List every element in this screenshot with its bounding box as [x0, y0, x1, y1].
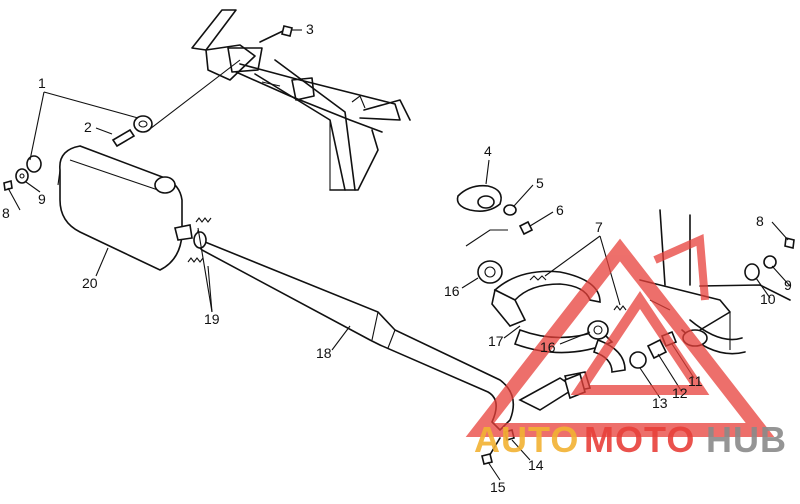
watermark-text-auto: AUTO [474, 419, 579, 460]
callout-8-right: 8 [756, 213, 764, 229]
watermark-text-moto: MOTO [584, 419, 695, 460]
callout-16-left: 16 [444, 283, 460, 299]
callout-4: 4 [484, 143, 492, 159]
watermark-triangle-outer [465, 238, 775, 437]
callout-7-top: 7 [595, 219, 603, 235]
callout-10: 10 [760, 291, 776, 307]
callout-1: 1 [38, 75, 46, 91]
callout-19: 19 [204, 311, 220, 327]
callouts: 1 2 3 4 5 6 7 8 9 8 9 10 11 12 13 14 15 … [2, 21, 792, 495]
callout-3: 3 [306, 21, 314, 37]
callout-14: 14 [528, 457, 544, 473]
exhaust-pipe [193, 229, 515, 432]
callout-17: 17 [488, 333, 504, 349]
watermark-text-hub: HUB [706, 419, 787, 460]
callout-13: 13 [652, 395, 668, 411]
callout-16-mid: 16 [540, 339, 556, 355]
callout-15: 15 [490, 479, 506, 495]
callout-20: 20 [82, 275, 98, 291]
callout-6: 6 [556, 202, 564, 218]
callout-11: 11 [688, 373, 703, 389]
chassis-frame [191, 9, 411, 191]
watermark-triangle-inner [570, 290, 710, 395]
callout-9-right: 9 [784, 277, 792, 293]
callout-5: 5 [536, 175, 544, 191]
callout-8-left: 8 [2, 205, 10, 221]
callout-9-left: 9 [38, 191, 46, 207]
callout-2: 2 [84, 119, 92, 135]
callout-12: 12 [672, 385, 688, 401]
watermark-logo [465, 234, 775, 437]
muffler [57, 145, 193, 271]
callout-18: 18 [316, 345, 332, 361]
